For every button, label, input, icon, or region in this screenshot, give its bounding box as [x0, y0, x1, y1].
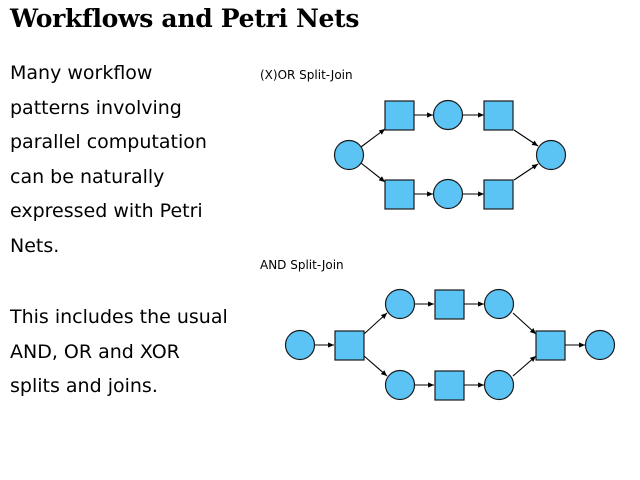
- and-lower-place-2: [483, 369, 515, 401]
- and-start-place: [284, 329, 316, 361]
- xor-lower-transition-2: [483, 179, 514, 210]
- xor-end-place: [535, 139, 567, 171]
- and-diagram-label: AND Split-Join: [260, 258, 344, 272]
- xor-split-join-net: [333, 99, 567, 210]
- xor-upper-transition-2: [483, 100, 514, 131]
- xor-arc-t3-to-end: [513, 129, 539, 147]
- and-split-join-net: [284, 288, 616, 401]
- splits-line-3: splits and joins.: [10, 375, 158, 397]
- intro-line-3: parallel computation: [10, 131, 207, 153]
- intro-line-4: can be naturally: [10, 165, 165, 188]
- and-arc-lower-to-join: [512, 355, 537, 377]
- and-upper-transition: [434, 289, 465, 320]
- and-arc-split-to-lower: [363, 355, 388, 377]
- xor-arc-start-to-t1: [360, 128, 386, 148]
- and-join-transition: [535, 330, 566, 361]
- and-end-place: [584, 329, 616, 361]
- intro-line-6: Nets.: [10, 234, 60, 257]
- splits-joins-paragraph: This includes the usual AND, OR and XOR …: [10, 300, 228, 404]
- intro-line-1: Many workflow: [10, 62, 153, 84]
- and-upper-place-2: [483, 288, 515, 320]
- intro-line-2: patterns involving: [10, 96, 182, 119]
- xor-arc-t4-to-end: [513, 163, 539, 181]
- xor-arc-start-to-t2: [360, 162, 386, 183]
- and-arc-split-to-upper: [363, 312, 388, 335]
- xor-upper-place: [432, 99, 464, 131]
- xor-lower-transition-1: [384, 179, 415, 210]
- xor-lower-place: [432, 178, 464, 210]
- and-lower-transition: [434, 370, 465, 401]
- splits-line-1: This includes the usual: [10, 306, 228, 328]
- and-lower-place-1: [384, 369, 416, 401]
- xor-diagram-label: (X)OR Split-Join: [260, 68, 353, 82]
- splits-line-2: AND, OR and XOR: [10, 340, 180, 363]
- and-upper-place-1: [384, 288, 416, 320]
- intro-line-5: expressed with Petri: [10, 200, 203, 222]
- intro-paragraph: Many workflow patterns involving paralle…: [10, 56, 207, 263]
- and-arc-upper-to-join: [512, 312, 537, 335]
- and-split-transition: [334, 330, 365, 361]
- xor-start-place: [333, 139, 365, 171]
- xor-upper-transition-1: [384, 100, 415, 131]
- slide-title: Workflows and Petri Nets: [10, 4, 360, 33]
